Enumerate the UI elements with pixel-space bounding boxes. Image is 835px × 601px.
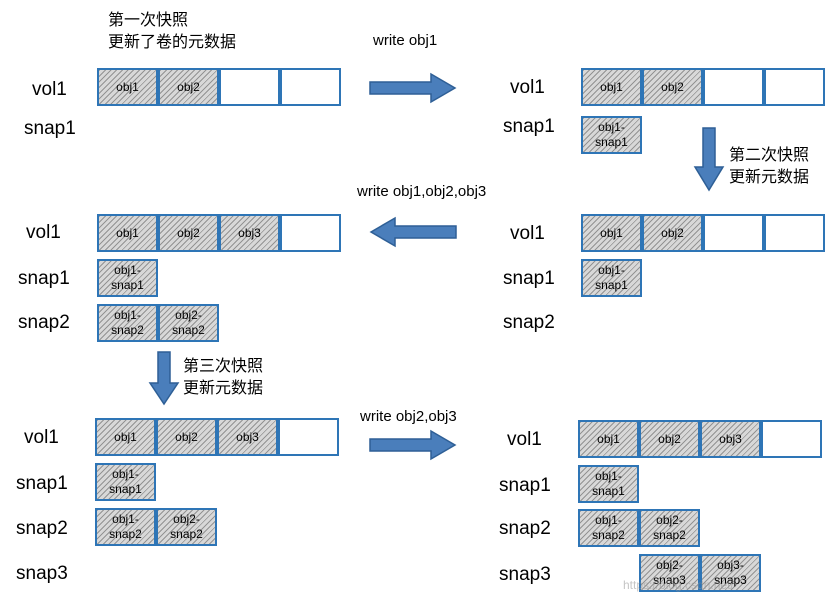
vol1-label: vol1 — [32, 79, 67, 100]
snap1-obj1-cell: obj1- snap1 — [578, 465, 639, 503]
snap1-label: snap1 — [503, 116, 555, 137]
note-first-snapshot: 第一次快照 更新了卷的元数据 — [108, 9, 236, 53]
snap2-label: snap2 — [16, 518, 68, 539]
right-arrow-icon — [369, 72, 457, 104]
vol1-label: vol1 — [510, 77, 545, 98]
snap3-obj3-cell: obj3- snap3 — [700, 554, 761, 592]
note-line: 第一次快照 — [108, 10, 189, 29]
snap2-obj2-cell: obj2- snap2 — [158, 304, 219, 342]
snap1-obj1-cell: obj1- snap1 — [581, 116, 642, 154]
vol1-obj1-cell: obj1 — [97, 68, 158, 106]
vol1-obj1-cell: obj1 — [95, 418, 156, 456]
note-third-snapshot: 第三次快照 更新元数据 — [183, 355, 263, 399]
snap1-obj1-cell: obj1- snap1 — [95, 463, 156, 501]
down-arrow-icon — [148, 351, 180, 406]
snap2-label: snap2 — [18, 312, 70, 333]
vol1-empty-cell — [703, 68, 764, 106]
snap1-label: snap1 — [24, 118, 76, 139]
vol1-label: vol1 — [26, 222, 61, 243]
vol1-label: vol1 — [24, 427, 59, 448]
vol1-empty-cell — [764, 214, 825, 252]
vol1-obj2-cell: obj2 — [642, 68, 703, 106]
note-line: 第三次快照 — [183, 356, 264, 375]
snap3-label: snap3 — [16, 563, 68, 584]
note-line: 更新元数据 — [183, 378, 264, 397]
write-label: write obj1,obj2,obj3 — [357, 183, 487, 200]
watermark: https://blog.csdn.net/ — [623, 578, 734, 592]
snap2-obj1-cell: obj1- snap2 — [97, 304, 158, 342]
vol1-empty-cell — [219, 68, 280, 106]
snap2-obj1-cell: obj1- snap2 — [578, 509, 639, 547]
vol1-empty-cell — [764, 68, 825, 106]
left-arrow-icon — [369, 216, 457, 248]
vol1-obj3-cell: obj3 — [700, 420, 761, 458]
snap2-label: snap2 — [499, 518, 551, 539]
vol1-obj3-cell: obj3 — [217, 418, 278, 456]
snap1-label: snap1 — [499, 475, 551, 496]
snap2-obj1-cell: obj1- snap2 — [95, 508, 156, 546]
vol1-obj2-cell: obj2 — [158, 214, 219, 252]
down-arrow-icon — [693, 127, 725, 192]
snap3-obj2-cell: obj2- snap3 — [639, 554, 700, 592]
note-line: 更新元数据 — [729, 167, 810, 186]
snap1-obj1-cell: obj1- snap1 — [581, 259, 642, 297]
snap2-obj2-cell: obj2- snap2 — [639, 509, 700, 547]
vol1-obj3-cell: obj3 — [219, 214, 280, 252]
vol1-empty-cell — [278, 418, 339, 456]
snap2-obj2-cell: obj2- snap2 — [156, 508, 217, 546]
vol1-empty-cell — [280, 214, 341, 252]
vol1-obj1-cell: obj1 — [581, 214, 642, 252]
snap1-label: snap1 — [503, 268, 555, 289]
vol1-obj1-cell: obj1 — [97, 214, 158, 252]
note-line: 第二次快照 — [729, 145, 810, 164]
vol1-obj1-cell: obj1 — [578, 420, 639, 458]
snap1-label: snap1 — [16, 473, 68, 494]
write-label: write obj2,obj3 — [360, 408, 457, 425]
right-arrow-icon — [369, 429, 457, 461]
vol1-obj2-cell: obj2 — [158, 68, 219, 106]
vol1-obj2-cell: obj2 — [639, 420, 700, 458]
snap2-label: snap2 — [503, 312, 555, 333]
vol1-empty-cell — [703, 214, 764, 252]
vol1-obj2-cell: obj2 — [156, 418, 217, 456]
vol1-empty-cell — [761, 420, 822, 458]
note-line: 更新了卷的元数据 — [108, 32, 237, 51]
vol1-obj1-cell: obj1 — [581, 68, 642, 106]
vol1-obj2-cell: obj2 — [642, 214, 703, 252]
vol1-empty-cell — [280, 68, 341, 106]
snap1-obj1-cell: obj1- snap1 — [97, 259, 158, 297]
write-label: write obj1 — [373, 32, 438, 49]
snap3-label: snap3 — [499, 564, 551, 585]
note-second-snapshot: 第二次快照 更新元数据 — [729, 144, 809, 188]
vol1-label: vol1 — [507, 429, 542, 450]
vol1-label: vol1 — [510, 223, 545, 244]
snap1-label: snap1 — [18, 268, 70, 289]
